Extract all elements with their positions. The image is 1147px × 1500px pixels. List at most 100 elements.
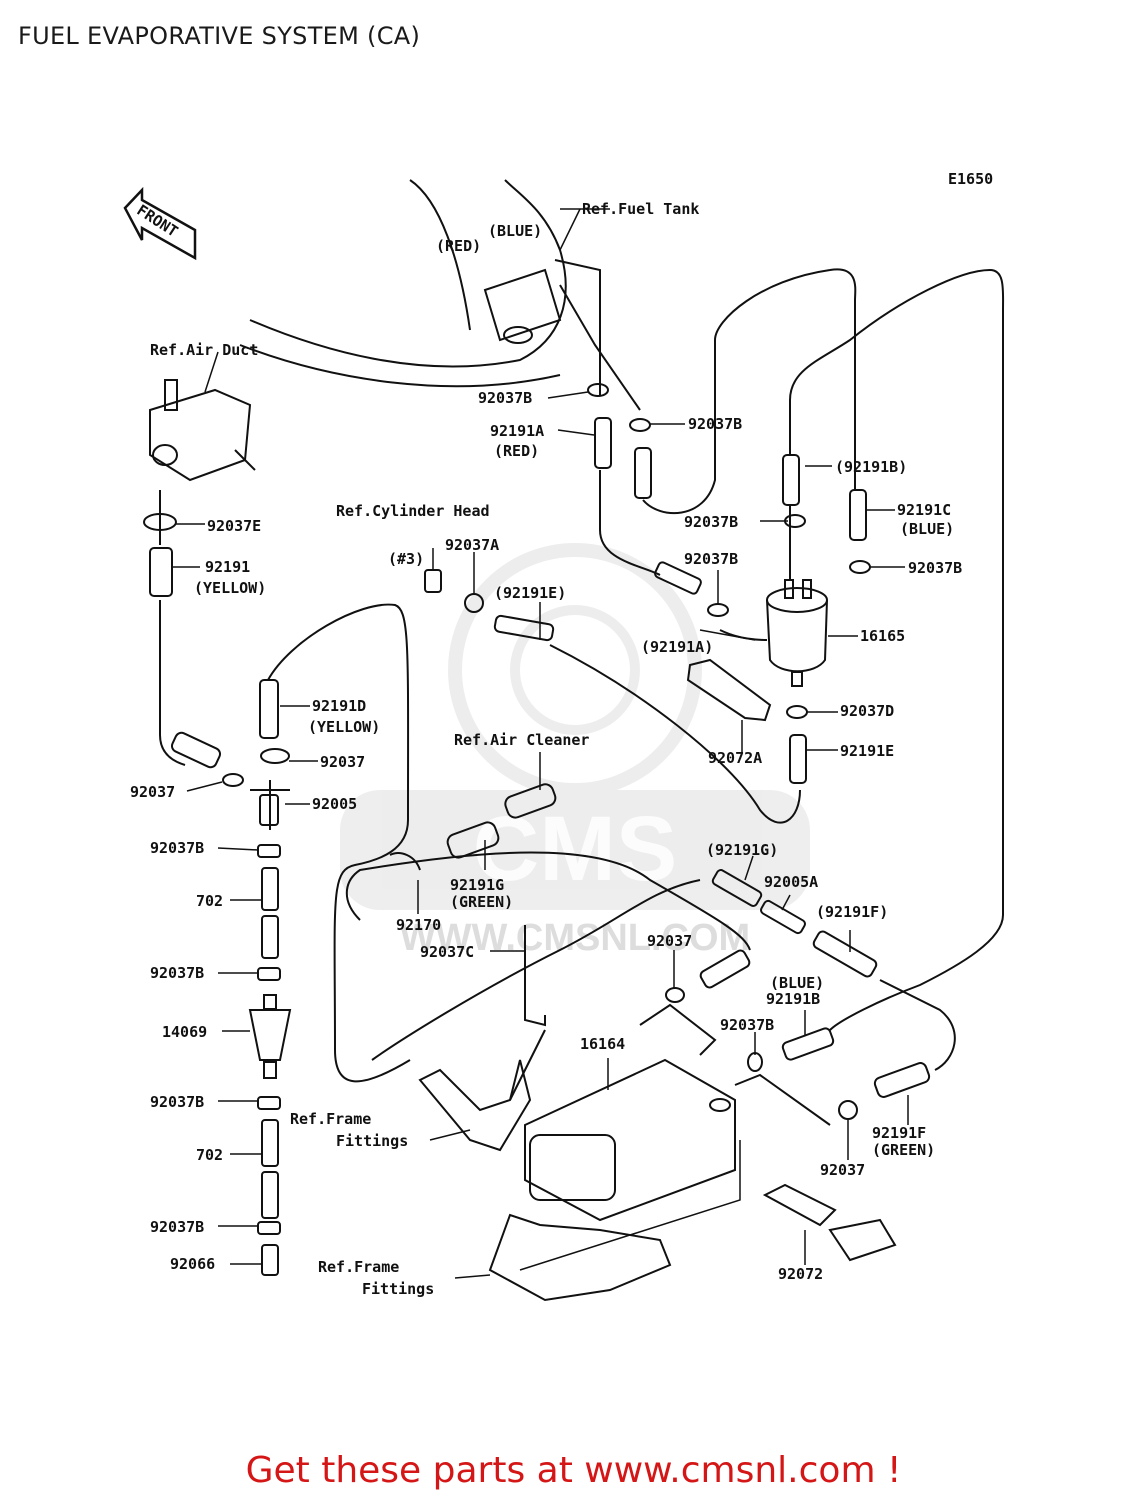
label-92037B-i: 92037B [150, 1093, 204, 1111]
part-92191F-lower-hose [873, 1062, 931, 1098]
part-92037-clamp-b [222, 773, 244, 787]
part-702-b-upper [261, 1119, 279, 1167]
label-92191A: 92191A [490, 422, 544, 440]
label-92037B-h: 92037B [720, 1016, 774, 1034]
label-92191F-paren: (92191F) [816, 903, 888, 921]
part-92191A-mid-hose [654, 561, 702, 595]
label-14069: 14069 [162, 1023, 207, 1041]
label-92191E-paren: (92191E) [494, 584, 566, 602]
part-92037B-clip-6 [587, 383, 609, 397]
label-fittings-1: Fittings [336, 1132, 408, 1150]
label-92072A: 92072A [708, 749, 762, 767]
part-92066-plug [261, 1244, 279, 1276]
part-702-b-lower [261, 1171, 279, 1219]
label-92191C: 92191C [897, 501, 951, 519]
fuel-tank-lower [239, 344, 561, 388]
label-92191G-paren: (92191G) [706, 841, 778, 859]
part-92191D-hose [259, 679, 279, 739]
part-92191F-upper-hose [812, 930, 878, 978]
yellow-hose-line [159, 600, 186, 766]
label-92037B-j: 92037B [150, 1218, 204, 1236]
part-92191B-hose [782, 454, 800, 506]
part-92191G-hose [446, 821, 500, 859]
red-hose-line [599, 470, 661, 576]
part-92037-clamp-a [260, 748, 290, 764]
air-duct-component [149, 379, 256, 482]
bracket-leader [509, 1029, 546, 1101]
label-92191F-color: (GREEN) [872, 1141, 935, 1159]
part-92005-tee [250, 780, 290, 830]
part-92005-body [259, 794, 279, 826]
part-92037-clamp-d [838, 1100, 858, 1120]
label-92037B-g: 92037B [150, 964, 204, 982]
label-92191B-paren: (92191B) [835, 458, 907, 476]
part-702-a-upper [261, 867, 279, 911]
label-92191-color: (YELLOW) [194, 579, 266, 597]
part-92037B-clip-10 [707, 603, 729, 617]
label-hash3: (#3) [388, 550, 424, 568]
watermark-site: WWW.CMSNL.COM [400, 917, 750, 959]
label-92191D-color: (YELLOW) [308, 718, 380, 736]
part-92037C-bracket [524, 925, 546, 1027]
part-92037B-clip-1 [257, 844, 281, 858]
cylinder-head-fitting [424, 569, 442, 593]
label-fittings-2: Fittings [362, 1280, 434, 1298]
fuel-tank-outline [249, 179, 567, 368]
page-title: FUEL EVAPORATIVE SYSTEM (CA) [18, 22, 421, 50]
part-92037A-clamp [464, 593, 484, 613]
label-92037-c: 92037 [647, 932, 692, 950]
label-92037-d: 92037 [820, 1161, 865, 1179]
part-92072-bracket-a [762, 1183, 837, 1227]
part-92037B-clip-4 [257, 1221, 281, 1235]
label-ref-fuel-tank: Ref.Fuel Tank [582, 200, 699, 218]
fuel-tank-side [409, 179, 471, 331]
part-16165-filter [766, 579, 828, 687]
label-92037-b: 92037 [130, 783, 175, 801]
hose-92191F-route [879, 979, 956, 1071]
part-92170-clamp [389, 852, 421, 871]
part-92191-hose [149, 547, 173, 597]
part-92037E-clamp [143, 513, 177, 531]
part-92037B-clip-9 [849, 560, 871, 574]
yellow-hose-loop [267, 603, 411, 1083]
label-92037B-f: 92037B [150, 839, 204, 857]
part-92191G-right-hose [711, 869, 763, 907]
label-92191A-paren: (92191A) [641, 638, 713, 656]
label-92191: 92191 [205, 558, 250, 576]
part-92191B-lower-hose [781, 1027, 835, 1061]
label-ref-cylinder-head: Ref.Cylinder Head [336, 502, 490, 520]
label-92066: 92066 [170, 1255, 215, 1273]
part-92191A-upper-hose [634, 447, 652, 499]
cta-link[interactable]: Get these parts at www.cmsnl.com ! [245, 1450, 902, 1491]
air-cleaner-pipe [504, 783, 557, 819]
label-red: (RED) [436, 237, 481, 255]
label-92037B-e: 92037B [684, 550, 738, 568]
diagram-code: E1650 [948, 170, 993, 188]
label-92037B-a: 92037B [478, 389, 532, 407]
label-92191E: 92191E [840, 742, 894, 760]
blue-hose-loop-1 [642, 268, 857, 514]
tank-to-92191A-line [554, 259, 601, 395]
frame-fittings-upper [418, 1059, 532, 1152]
part-92191C-hose [849, 489, 867, 541]
part-92191D-lower [170, 731, 222, 769]
green-hose-route-2 [371, 879, 701, 1061]
label-92170: 92170 [396, 916, 441, 934]
label-92191B: 92191B [766, 990, 820, 1008]
hose-92191E-line [549, 644, 801, 824]
part-92037-clamp-c [665, 987, 685, 1003]
label-92191G-color: (GREEN) [450, 893, 513, 911]
part-92072A-bracket [686, 658, 772, 722]
part-14069-outlet [263, 1061, 277, 1079]
label-92037-a: 92037 [320, 753, 365, 771]
label-92005A: 92005A [764, 873, 818, 891]
cms-watermark: CMS WWW.CMSNL.COM [340, 543, 810, 959]
label-92005: 92005 [312, 795, 357, 813]
blue-hose-loop-2 [789, 268, 1005, 1031]
tank-to-92037B-line [559, 284, 641, 411]
fuel-tank-outlet [503, 326, 533, 344]
label-92037B-c: 92037B [684, 513, 738, 531]
label-ref-air-cleaner: Ref.Air Cleaner [454, 731, 589, 749]
green-hose-route [345, 851, 751, 951]
frame-fittings-lower [488, 1213, 672, 1302]
